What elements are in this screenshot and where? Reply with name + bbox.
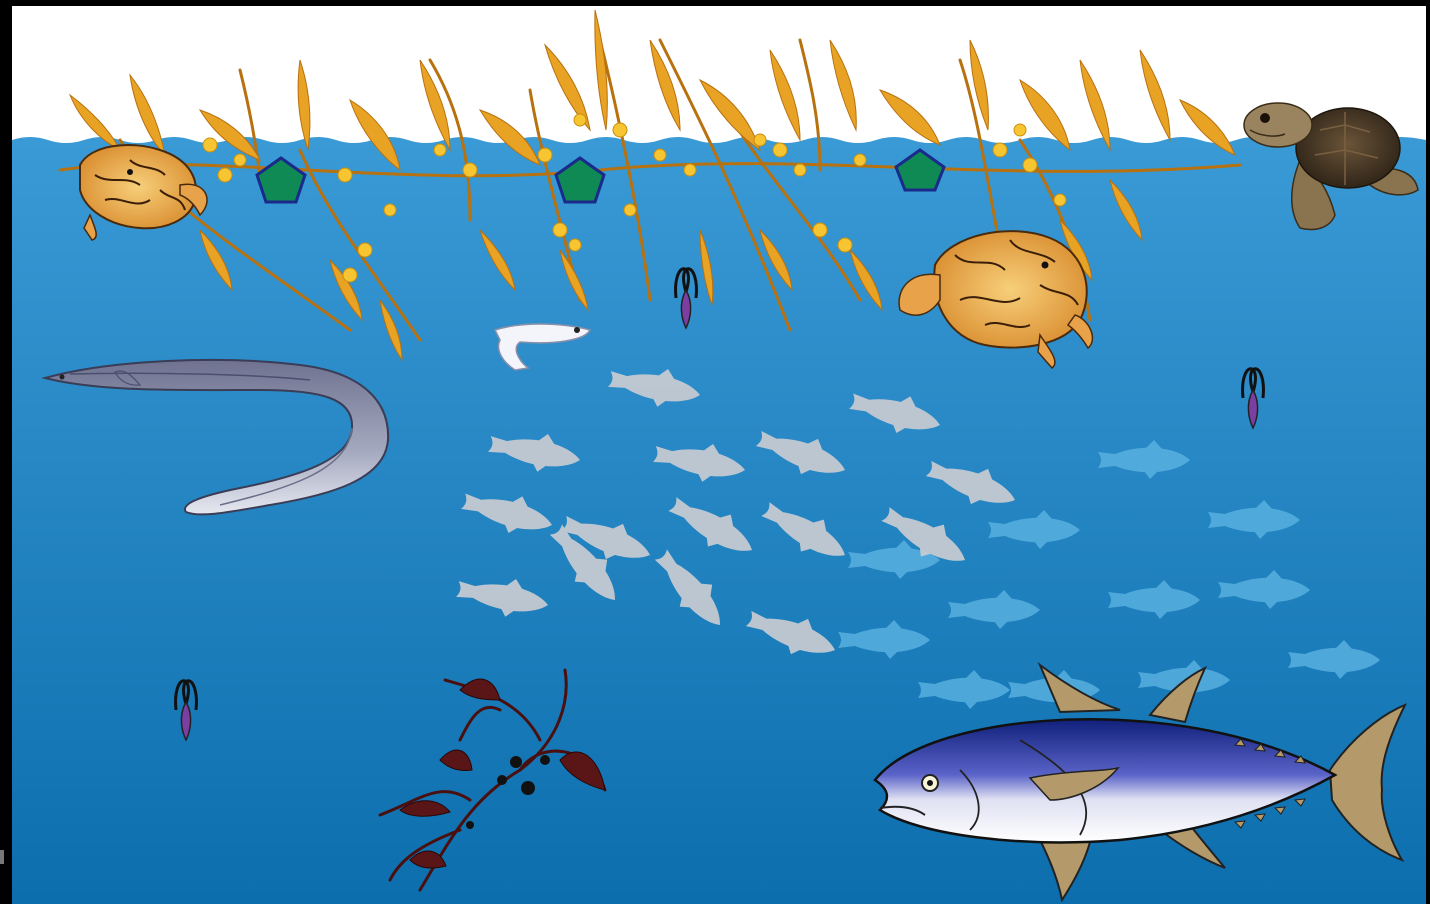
edge-mark <box>0 850 4 864</box>
